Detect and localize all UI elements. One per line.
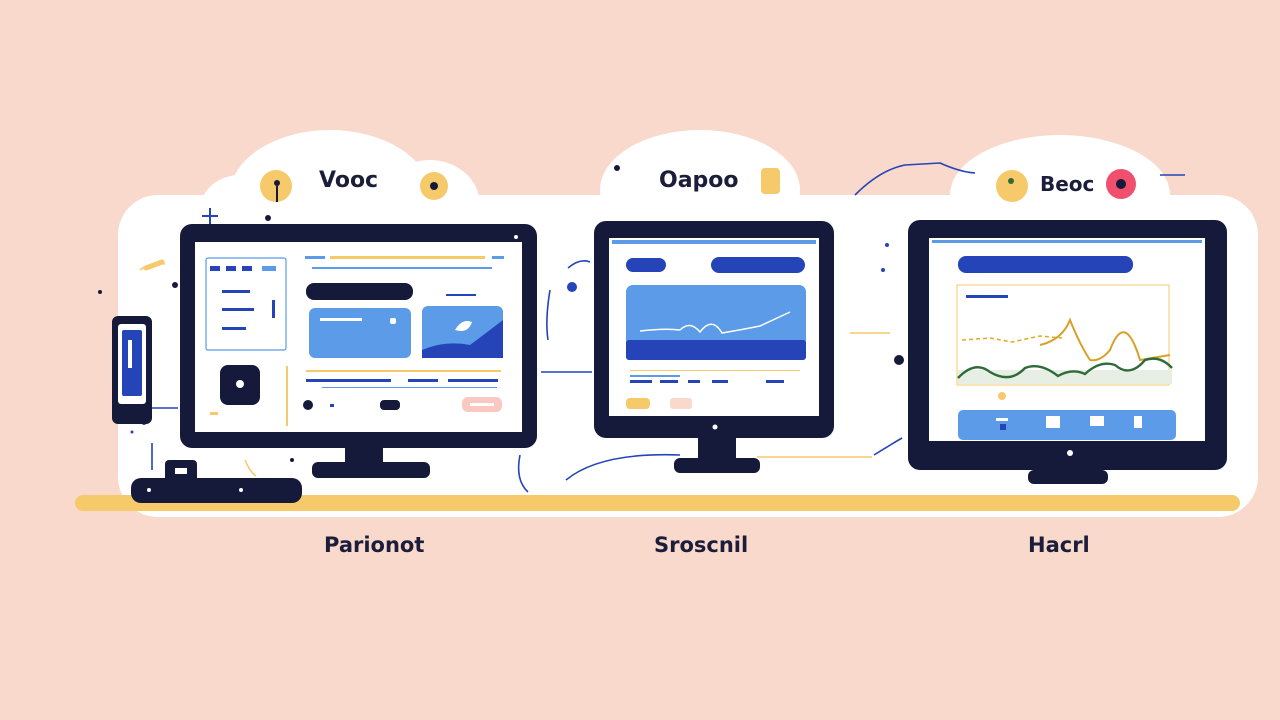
bottom-label-right: Hacrl — [1028, 533, 1090, 557]
top-label-middle: Oapoo — [659, 168, 739, 193]
badge-middle-jar-icon — [761, 168, 780, 194]
monitor-middle — [594, 221, 834, 473]
keyboard-device — [131, 460, 302, 503]
monitor-left — [180, 224, 537, 478]
bottom-label-left: Parionot — [324, 533, 425, 557]
yellow-dash-icon — [143, 259, 165, 271]
badge-left-coin-icon — [420, 172, 448, 200]
decor-lines — [151, 162, 1185, 493]
top-label-left: Vooc — [319, 168, 379, 193]
bottom-label-middle: Sroscnil — [654, 533, 749, 557]
shelf — [75, 495, 1240, 511]
decor-dots — [98, 165, 904, 462]
badge-right-coin-icon — [996, 170, 1028, 202]
top-label-right: Beoc — [1040, 172, 1095, 196]
monitor-right — [908, 220, 1227, 484]
badge-left-circle-icon — [260, 170, 292, 202]
phone-device — [112, 316, 152, 424]
badge-right-pink-icon — [1106, 169, 1136, 199]
plus-icon — [202, 208, 218, 224]
